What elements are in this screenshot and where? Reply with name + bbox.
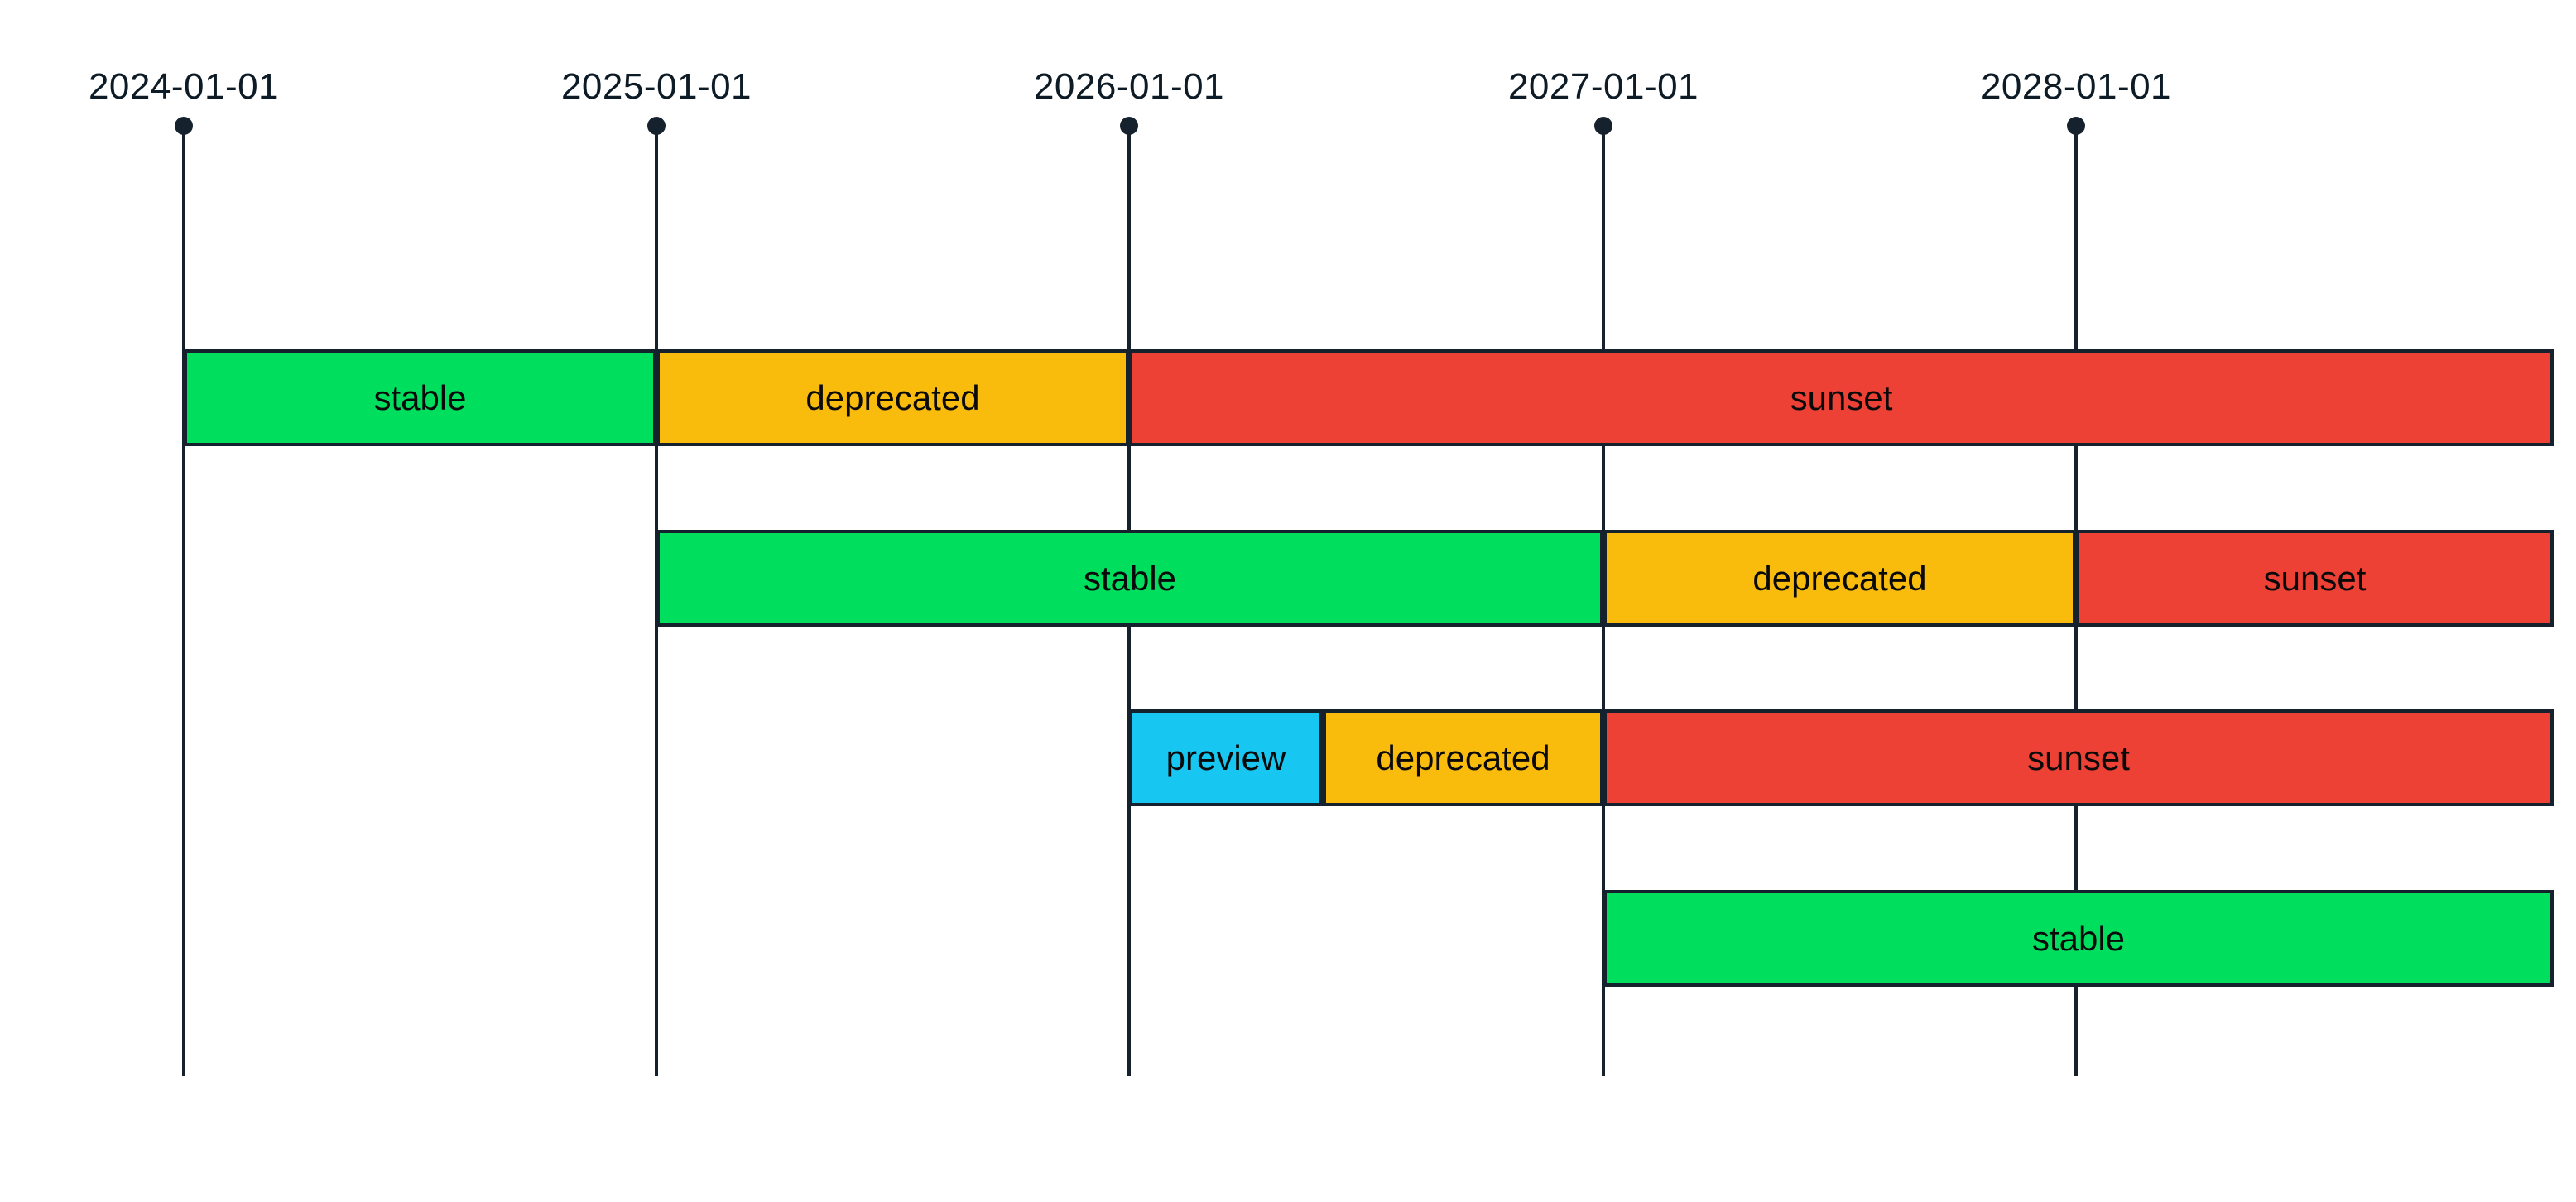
axis-tick-label: 2026-01-01	[1033, 66, 1225, 107]
axis-tick-label: 2025-01-01	[560, 66, 752, 107]
axis-tick-label: 2027-01-01	[1507, 66, 1699, 107]
timeline-segment-preview[interactable]: preview	[1129, 709, 1323, 806]
axis-tick-dot-icon	[175, 117, 193, 135]
timeline-segment-deprecated[interactable]: deprecated	[1323, 709, 1603, 806]
timeline-segment-sunset[interactable]: sunset	[1129, 349, 2554, 446]
axis-tick-label: 2028-01-01	[1980, 66, 2172, 107]
axis-tick-label: 2024-01-01	[88, 66, 280, 107]
axis-tick-dot-icon	[2067, 117, 2085, 135]
axis-tick-dot-icon	[1120, 117, 1138, 135]
timeline-segment-stable[interactable]: stable	[656, 530, 1603, 627]
axis-gridline	[182, 126, 185, 1076]
axis-tick-dot-icon	[647, 117, 666, 135]
timeline-segment-sunset[interactable]: sunset	[1603, 709, 2554, 806]
timeline-segment-deprecated[interactable]: deprecated	[1603, 530, 2076, 627]
timeline-segment-stable[interactable]: stable	[184, 349, 656, 446]
timeline-segment-deprecated[interactable]: deprecated	[656, 349, 1129, 446]
timeline-segment-stable[interactable]: stable	[1603, 890, 2554, 987]
timeline-segment-sunset[interactable]: sunset	[2076, 530, 2554, 627]
axis-tick-dot-icon	[1594, 117, 1612, 135]
